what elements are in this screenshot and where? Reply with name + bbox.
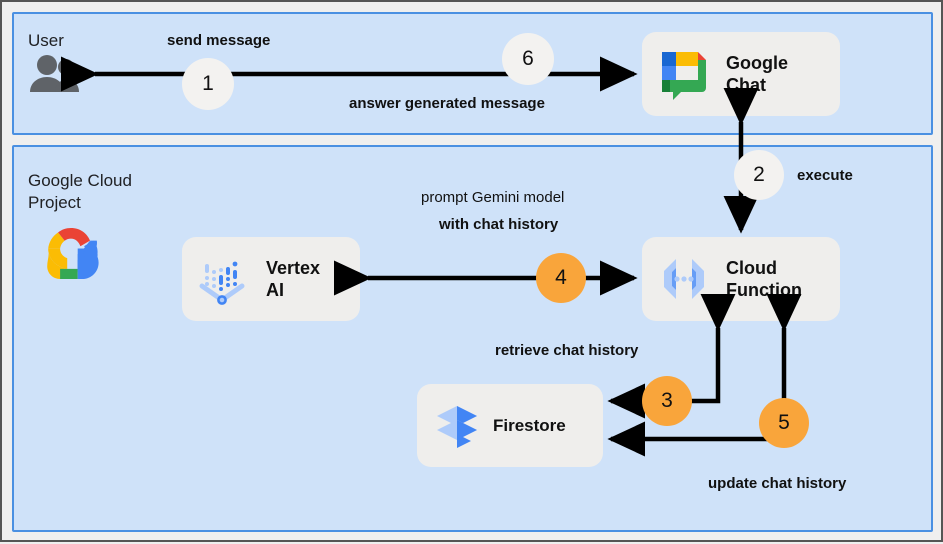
panel-user-title: User (28, 31, 64, 50)
card-cloud-function-label: Cloud Function (726, 258, 802, 300)
label-with-chat-history: with chat history (439, 216, 559, 233)
label-execute: execute (797, 167, 853, 184)
card-vertex-ai[interactable]: Vertex AI (182, 237, 360, 321)
step-badge-2[interactable]: 2 (734, 150, 784, 200)
label-retrieve-chat-history: retrieve chat history (495, 342, 639, 359)
step-badge-5[interactable]: 5 (759, 398, 809, 448)
step-badge-1[interactable]: 1 (182, 58, 234, 110)
step-badge-6[interactable]: 6 (502, 33, 554, 85)
google-cloud-logo (36, 222, 106, 284)
label-prompt-gemini-model: prompt Gemini model (421, 189, 565, 206)
label-send-message: send message (167, 32, 271, 49)
card-firestore-label: Firestore (493, 415, 566, 435)
users-icon (28, 54, 80, 92)
card-google-chat[interactable]: Google Chat (642, 32, 840, 116)
label-update-chat-history: update chat history (708, 475, 847, 492)
firestore-icon (431, 400, 483, 452)
card-vertex-ai-label: Vertex AI (266, 258, 321, 300)
vertex-ai-icon (196, 250, 254, 308)
card-cloud-function[interactable]: Cloud Function (642, 237, 840, 321)
step-badge-4[interactable]: 4 (536, 253, 586, 303)
cloud-function-icon (656, 251, 712, 307)
label-answer-generated-message: answer generated message (349, 95, 545, 112)
card-firestore[interactable]: Firestore (417, 384, 603, 467)
step-badge-3[interactable]: 3 (642, 376, 692, 426)
card-google-chat-label: Google Chat (726, 53, 788, 95)
panel-google-cloud-project-title: Google Cloud Project (28, 171, 132, 212)
google-chat-icon (656, 46, 712, 102)
